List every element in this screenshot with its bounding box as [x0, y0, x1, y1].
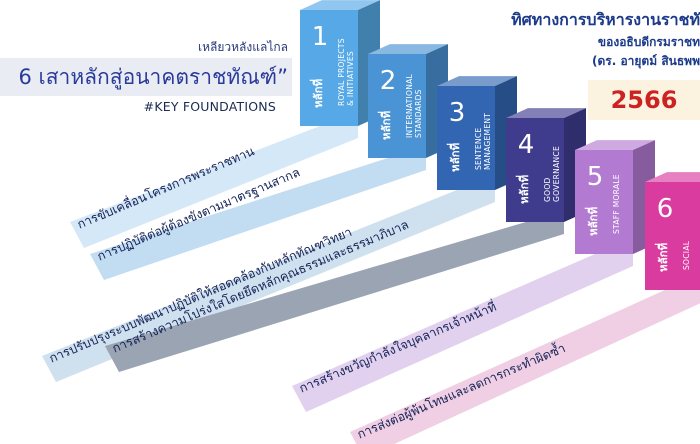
- pillar-label-2: หลักที่: [379, 110, 393, 140]
- ribbon-2: [90, 144, 426, 280]
- pillar-number-4: 4: [517, 130, 535, 160]
- ribbon-6: [350, 277, 700, 444]
- pillar-top-3: [437, 76, 517, 86]
- ribbon-4: [105, 208, 564, 372]
- ribbon-3: [42, 176, 495, 382]
- pillar-english-2: INTERNATIONAL STANDARDS: [405, 73, 423, 138]
- pillar-english-5: STAFF MORALE: [612, 174, 621, 234]
- direction-title: ทิศทางการบริหารงานราชทั: [511, 10, 700, 29]
- pillar-number-5: 5: [586, 162, 604, 192]
- pillar-number-1: 1: [311, 22, 329, 52]
- pillar-number-2: 2: [379, 66, 397, 96]
- pillar-label-3: หลักที่: [448, 142, 462, 172]
- pillar-top-1: [300, 0, 380, 10]
- pillar-number-6: 6: [656, 194, 674, 224]
- pillar-english-3: SENTENCE MANAGEMENT: [474, 112, 492, 170]
- pillar-front-3: [437, 86, 495, 190]
- pillar-label-6: หลักที่: [656, 242, 670, 272]
- year-badge: 2566: [588, 80, 700, 120]
- page-title: 6 เสาหลักสู่อนาคตราชทัณฑ์”: [0, 58, 292, 96]
- pillar-front-2: [368, 54, 426, 158]
- pillar-front-4: [506, 118, 564, 222]
- ribbon-5: [292, 240, 633, 412]
- pillar-front-1: [300, 10, 358, 126]
- director-name: (ดร. อายุตม์ สินธพพ: [592, 54, 700, 68]
- pillar-front-5: [575, 150, 633, 254]
- pillar-english-6: SOCIAL: [682, 240, 691, 270]
- ribbon-text-3: การปรับปรุงระบบพัฒนาปฏิบัติให้สอดคล้องกั…: [46, 223, 355, 366]
- pillar-front-6: [645, 182, 700, 290]
- pillar-top-4: [506, 108, 586, 118]
- ribbon-1: [70, 112, 358, 248]
- key-foundations-label: #KEY FOUNDATIONS: [143, 99, 276, 114]
- pillar-label-5: หลักที่: [586, 206, 600, 236]
- pillar-label-4: หลักที่: [517, 174, 531, 204]
- pillar-english-4: GOOD GOVERNANCE: [543, 146, 561, 202]
- tagline: เหลียวหลังแลไกล: [198, 40, 288, 54]
- pillar-number-3: 3: [448, 98, 466, 128]
- pillar-label-1: หลักที่: [311, 78, 325, 108]
- pillar-top-5: [575, 140, 655, 150]
- pillar-top-6: [645, 172, 700, 182]
- pillar-english-1: ROYAL PROJECTS & INITIATIVES: [337, 38, 355, 106]
- director-general-line: ของอธิบดีกรมราชท: [597, 35, 700, 49]
- pillar-top-2: [368, 44, 448, 54]
